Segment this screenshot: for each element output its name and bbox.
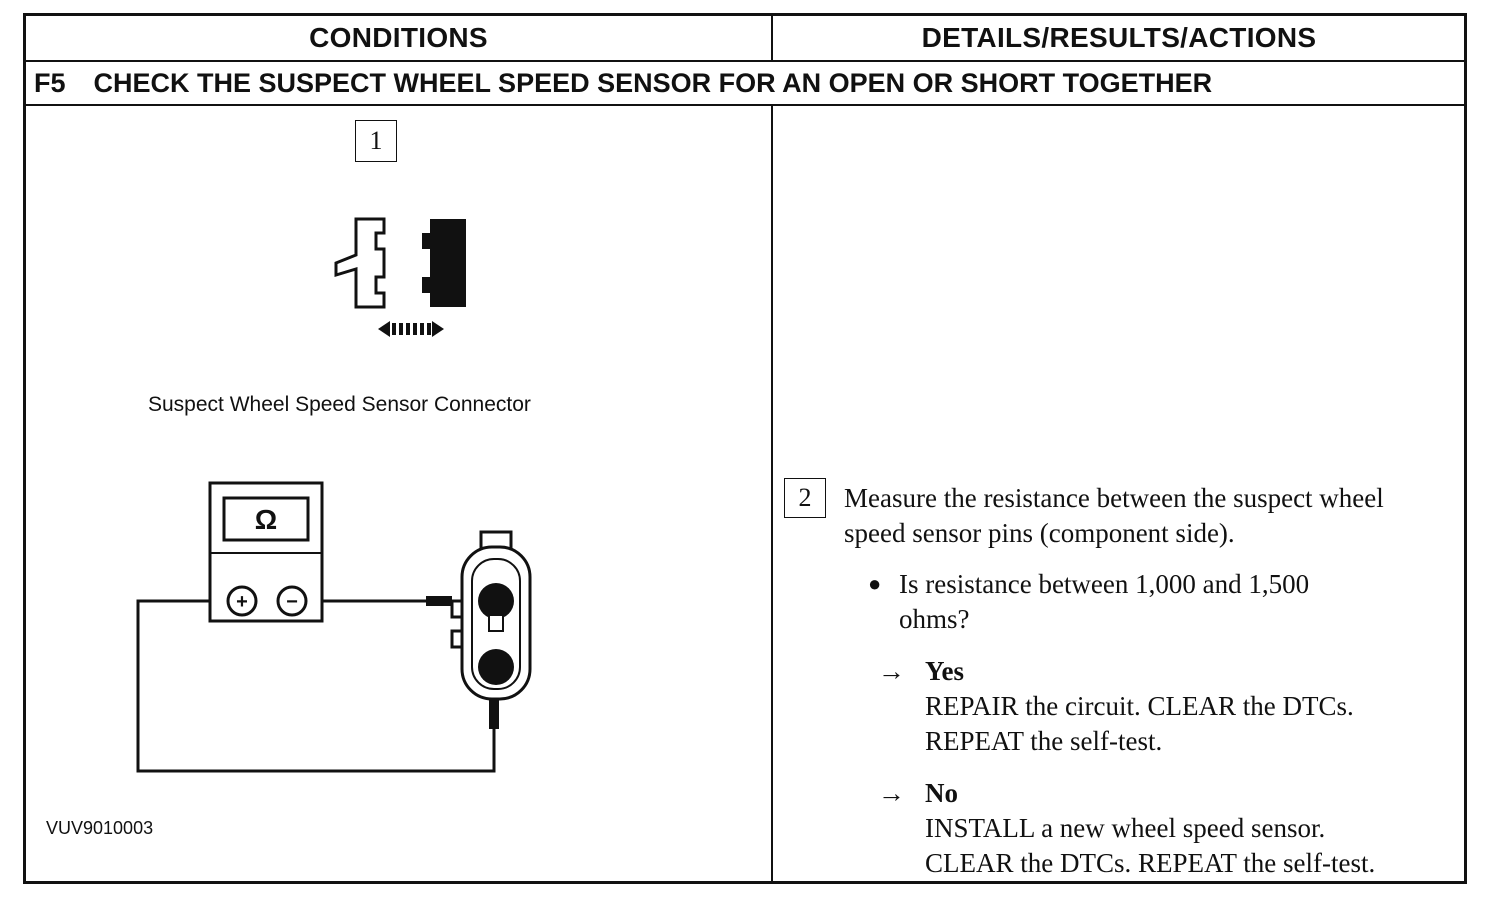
minus-sign: − (286, 591, 298, 613)
yes-action-line-2: REPEAT the self-test. (925, 726, 1163, 756)
step-id: F5 (34, 67, 66, 98)
header-divider (771, 16, 773, 60)
instruction-line-1: Measure the resistance between the suspe… (844, 483, 1384, 513)
no-action-line-2: CLEAR the DTCs. REPEAT the self-test. (925, 848, 1376, 878)
connector-half-right (422, 219, 466, 307)
ground-lead-wire (136, 599, 496, 773)
callout-1: 1 (355, 120, 397, 162)
conditions-header: CONDITIONS (309, 22, 488, 53)
question-line-2: ohms? (899, 604, 970, 634)
header-rule (26, 60, 1464, 62)
title-rule (26, 104, 1464, 106)
column-divider (771, 106, 773, 884)
yes-action-line-1: REPAIR the circuit. CLEAR the DTCs. (925, 691, 1354, 721)
yes-label: Yes (925, 656, 964, 686)
plus-sign: + (236, 591, 248, 613)
question-line-1: Is resistance between 1,000 and 1,500 (899, 569, 1310, 599)
callout-2: 2 (784, 478, 826, 518)
details-header: DETAILS/RESULTS/ACTIONS (921, 22, 1317, 53)
procedure-table: CONDITIONS DETAILS/RESULTS/ACTIONS F5 CH… (23, 13, 1467, 884)
instruction-line-2: speed sensor pins (component side). (844, 518, 1235, 548)
separate-arrow-icon (378, 321, 444, 337)
no-label: No (925, 778, 958, 808)
connector-illustration (334, 217, 466, 337)
bullet-icon: ● (868, 571, 882, 596)
plus-terminal (226, 585, 258, 617)
connector-half-left (334, 217, 386, 309)
ohmmeter-display (222, 496, 310, 542)
probe-tip (426, 596, 452, 606)
step-title-row: F5 CHECK THE SUSPECT WHEEL SPEED SENSOR … (34, 62, 1212, 104)
ohm-symbol: Ω (255, 504, 277, 535)
step-title: CHECK THE SUSPECT WHEEL SPEED SENSOR FOR… (93, 67, 1213, 98)
ohmmeter-diagram: Ω + − (136, 481, 532, 773)
no-arrow-icon: → (878, 778, 905, 808)
figure-id: VUV9010003 (46, 818, 154, 838)
probe-tip-lower (489, 699, 499, 729)
sensor-connector-icon (450, 530, 532, 701)
no-action-line-1: INSTALL a new wheel speed sensor. (925, 813, 1326, 843)
yes-arrow-icon: → (878, 656, 905, 686)
connector-caption: Suspect Wheel Speed Sensor Connector (148, 393, 531, 416)
minus-terminal (276, 585, 308, 617)
